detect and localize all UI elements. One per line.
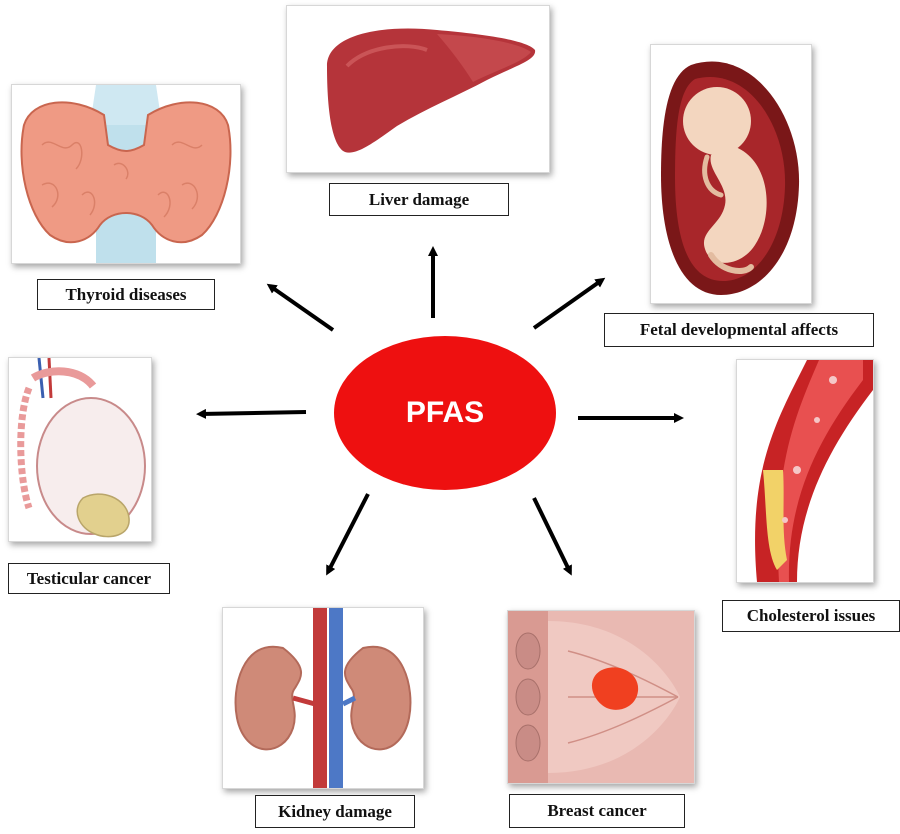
- testis-icon: [17, 358, 146, 538]
- liver-image-panel: [286, 5, 550, 173]
- pfas-center-node: PFAS: [334, 336, 556, 490]
- kidney-damage-label: Kidney damage: [255, 795, 415, 828]
- liver-icon: [327, 28, 536, 153]
- fetal-developmental-label: Fetal developmental affects: [604, 313, 874, 347]
- fetal-image-panel: [650, 44, 812, 304]
- fetus-icon: [661, 61, 800, 296]
- arrow-thyroid: [266, 283, 335, 332]
- arrow-breast: [532, 497, 572, 576]
- cholesterol-image-panel: [736, 359, 874, 583]
- arrow-kidney: [326, 493, 370, 576]
- pfas-label: PFAS: [405, 396, 485, 429]
- liver-damage-label: Liver damage: [329, 183, 509, 216]
- artery-plaque-icon: [755, 360, 873, 582]
- breast-image-panel: [507, 610, 695, 784]
- thyroid-diseases-label: Thyroid diseases: [37, 279, 215, 310]
- breast-tumor-icon: [508, 611, 694, 783]
- breast-cancer-label: Breast cancer: [509, 794, 685, 828]
- cholesterol-issues-label: Cholesterol issues: [722, 600, 900, 632]
- testicular-image-panel: [8, 357, 152, 542]
- arrow-testicular: [196, 408, 307, 419]
- kidneys-icon: [234, 608, 412, 788]
- thyroid-icon: [20, 85, 232, 263]
- arrow-fetal: [532, 277, 606, 330]
- kidney-image-panel: [222, 607, 424, 789]
- testicular-cancer-label: Testicular cancer: [8, 563, 170, 594]
- thyroid-image-panel: [11, 84, 241, 264]
